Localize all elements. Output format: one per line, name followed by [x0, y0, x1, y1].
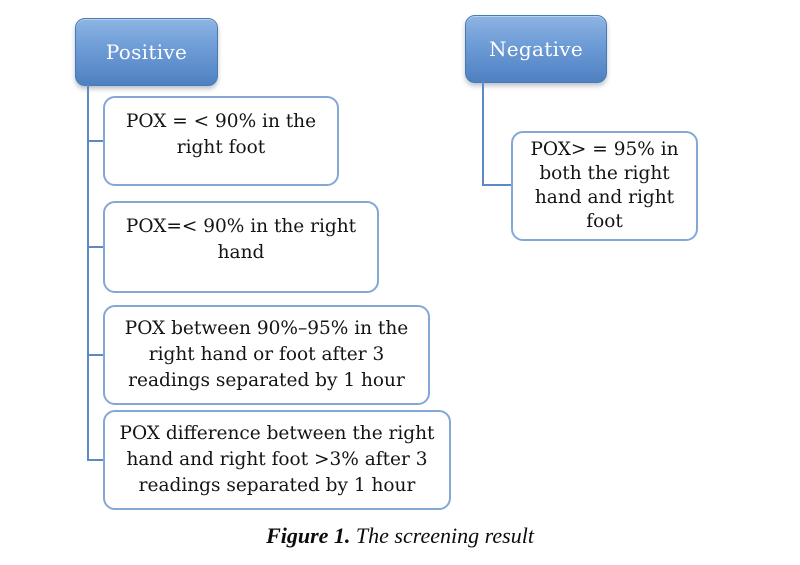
- figure-caption-text: The screening result: [350, 523, 534, 548]
- positive-criterion-box-3: POX between 90%–95% in the right hand or…: [103, 305, 430, 405]
- positive-connector-stub-4: [88, 459, 104, 461]
- positive-connector-stub-3: [88, 354, 104, 356]
- positive-criterion-box-4: POX difference between the right hand an…: [103, 410, 451, 510]
- positive-header-box: Positive: [75, 18, 218, 86]
- positive-connector-stub-1: [88, 140, 104, 142]
- negative-connector-stub: [482, 184, 512, 186]
- negative-branch-vertical-connector: [482, 81, 484, 186]
- positive-connector-stub-2: [88, 246, 104, 248]
- negative-header-box: Negative: [465, 15, 607, 83]
- figure-caption: Figure 1. The screening result: [0, 523, 800, 549]
- positive-criterion-box-2: POX=< 90% in the right hand: [103, 201, 379, 293]
- positive-branch-vertical-connector: [87, 84, 89, 461]
- positive-criterion-box-1: POX = < 90% in the right foot: [103, 96, 339, 186]
- figure-caption-label: Figure 1.: [266, 523, 351, 548]
- negative-criterion-box-1: POX> = 95% in both the right hand and ri…: [511, 131, 698, 241]
